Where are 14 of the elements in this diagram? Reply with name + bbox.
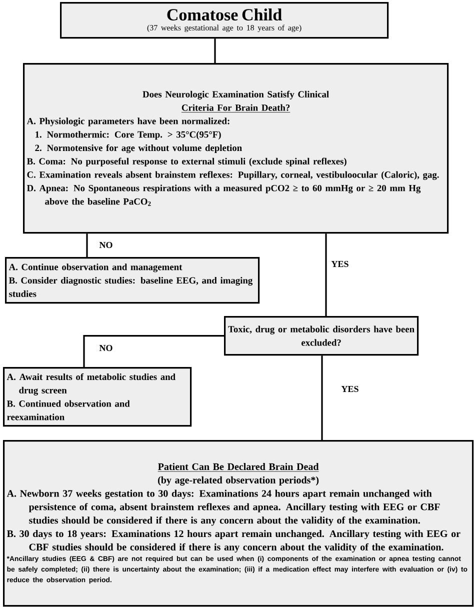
- process-box: Does Neurologic Examination Satisfy Clinical Criteria For Brain Death? A. Physiologic parameters have been normalized: 1. Normothermic: Core Temp. > 35°C(95°F) 2. Normotensive for age without volume depletion B. Coma: No purposeful response to external stimuli (exclude spinal reflexes) C. Examination reveals absent brainstem reflexes: Pupillary, corneal, vestibuloocular (Caloric), gag. D. Apnea: No Spontaneous respirations with a measured pCO2 ≥ to 60 mmHg or ≥ 20 mm Hg above the baseline PaCO$_{2}$: [23, 63, 449, 234]
- connector-line: [321, 356, 323, 440]
- process-box: A. Await results of metabolic studies and drug screen B. Continued observation and reexamination: [3, 367, 192, 427]
- edge-label: YES: [341, 386, 358, 392]
- edge-label: NO: [99, 242, 112, 248]
- connector-line: [325, 234, 327, 316]
- connector-line: [214, 38, 216, 63]
- edge-label: YES: [331, 260, 348, 268]
- process-box: Toxic, drug or metabolic disorders have been excluded?: [224, 316, 419, 356]
- process-box: A. Continue observation and management B. Consider diagnostic studies: baseline EEG, and imaging studies: [5, 257, 260, 304]
- connector-line: [83, 335, 224, 367]
- connector-line: [86, 234, 88, 257]
- edge-label: NO: [99, 344, 112, 352]
- process-box: Comatose Child (37 weeks gestational age to 18 years of age): [60, 2, 389, 39]
